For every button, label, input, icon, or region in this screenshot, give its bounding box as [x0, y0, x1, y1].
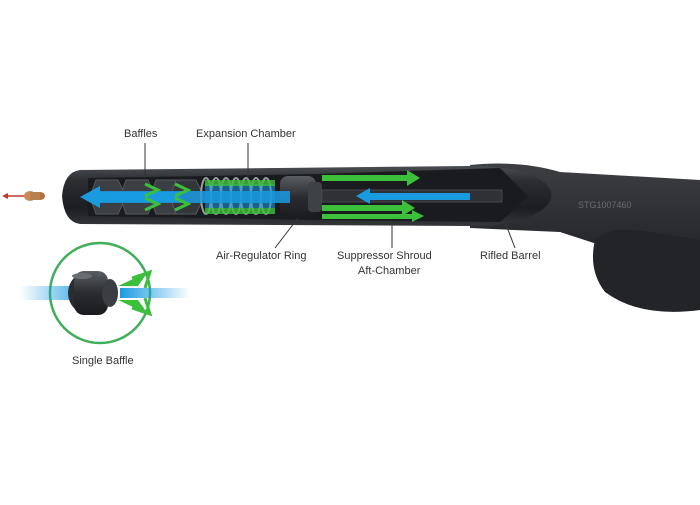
serial-marking: STG1007460 — [578, 200, 632, 210]
airflow-arrows — [80, 170, 470, 222]
label-aft-chamber: Aft-Chamber — [358, 265, 421, 277]
pellet-icon — [2, 191, 45, 201]
air-regulator-ring — [280, 176, 322, 218]
baffle-cone-icon — [68, 271, 118, 315]
baffle-stack — [89, 179, 205, 215]
label-expansion-chamber: Expansion Chamber — [196, 128, 296, 140]
inset-blue-outflow — [120, 288, 190, 298]
label-rifled-barrel: Rifled Barrel — [480, 250, 541, 262]
single-baffle-inset — [20, 241, 190, 345]
leader-rifled-barrel — [504, 221, 516, 249]
leader-lines — [144, 143, 516, 249]
label-suppressor-shroud: Suppressor Shroud — [337, 250, 432, 262]
leader-air-regulator-ring — [274, 217, 299, 249]
label-single-baffle: Single Baffle — [72, 355, 134, 367]
label-air-regulator-ring: Air-Regulator Ring — [216, 250, 307, 262]
label-baffles: Baffles — [124, 128, 158, 140]
